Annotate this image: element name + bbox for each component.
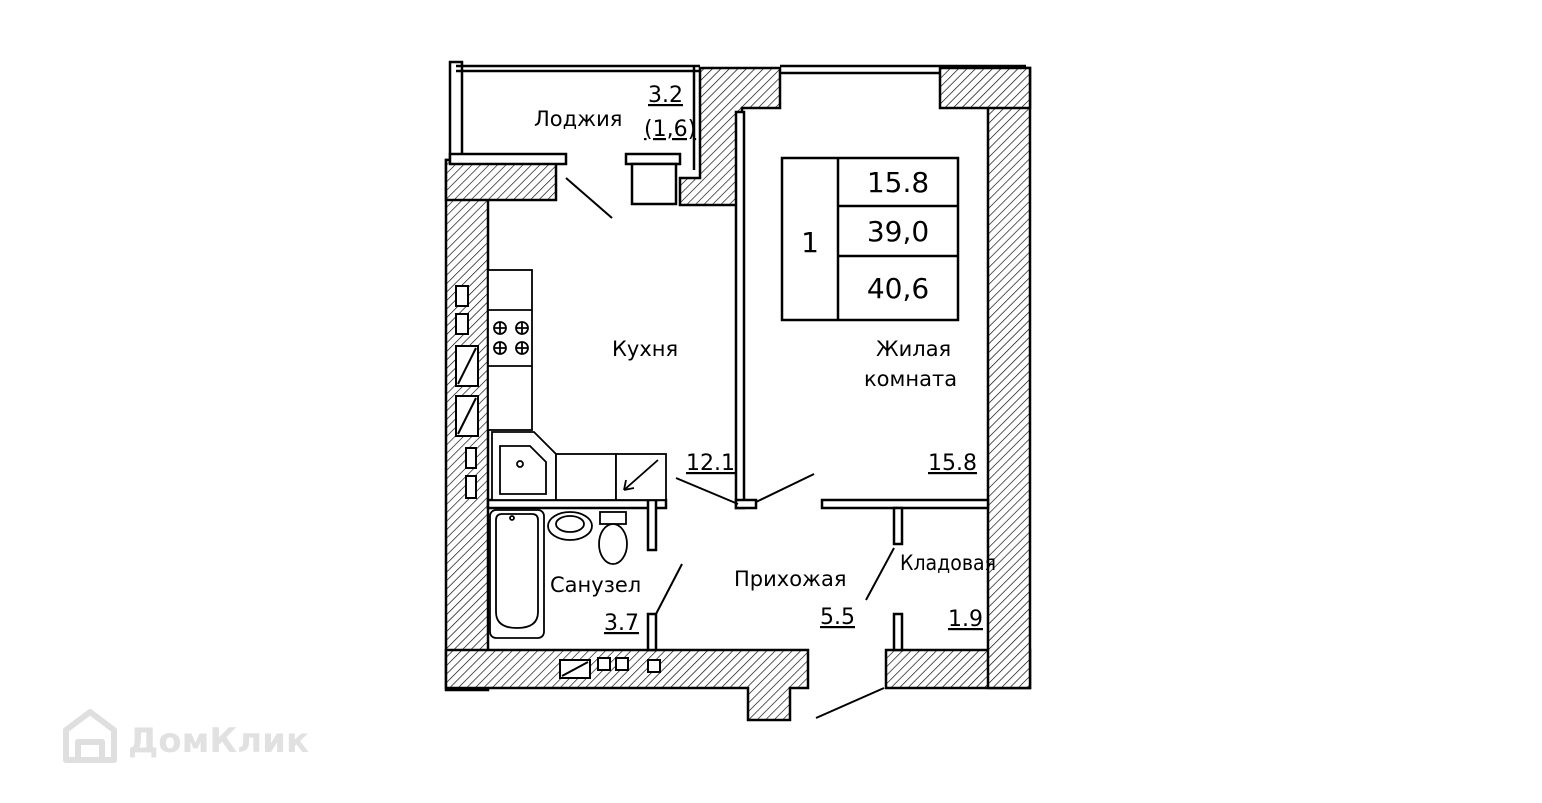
gas-pipe-icon: [623, 459, 659, 491]
windows-left: [455, 285, 479, 499]
toilet-icon: [599, 511, 627, 525]
stove-icon: [493, 321, 529, 355]
living-room-label-line2: комната: [864, 367, 957, 391]
doors: [565, 177, 895, 719]
watermark: ДомКлик: [63, 709, 309, 763]
kitchen-area: 12.1: [686, 451, 735, 476]
bathroom-fixtures: [489, 509, 628, 639]
bathroom-area: 3.7: [604, 611, 639, 636]
summary-living-area: 15.8: [867, 166, 929, 199]
summary-total-with-loggia: 40,6: [867, 272, 929, 305]
living-room-label-line1: Жилая: [876, 337, 951, 361]
kitchen-furniture: [487, 269, 667, 501]
wall-right: [986, 66, 1032, 690]
loggia-area-reduced: (1,6): [644, 117, 696, 142]
house-icon: [63, 709, 117, 763]
wall-top-right: [938, 66, 1032, 110]
kitchen-label: Кухня: [612, 337, 678, 361]
loggia-outline: [448, 60, 1026, 206]
loggia-area: 3.2: [648, 83, 683, 108]
summary-table: [780, 156, 960, 322]
summary-total-area: 39,0: [867, 215, 929, 248]
storage-label: Кладовая: [900, 551, 996, 575]
hallway-label: Прихожая: [734, 567, 846, 591]
wall-bottom-left: [444, 648, 810, 722]
wall-kitchen-top: [444, 158, 558, 202]
loggia-label: Лоджия: [534, 107, 622, 131]
watermark-text: ДомКлик: [128, 721, 309, 761]
ducts: [559, 657, 661, 679]
walls: [444, 66, 1032, 722]
hallway-area: 5.5: [820, 605, 855, 630]
storage-area: 1.9: [948, 607, 983, 632]
rooms-count: 1: [801, 226, 819, 259]
living-room-area: 15.8: [928, 451, 977, 476]
partitions: [486, 110, 990, 652]
bathroom-label: Санузел: [550, 573, 641, 597]
